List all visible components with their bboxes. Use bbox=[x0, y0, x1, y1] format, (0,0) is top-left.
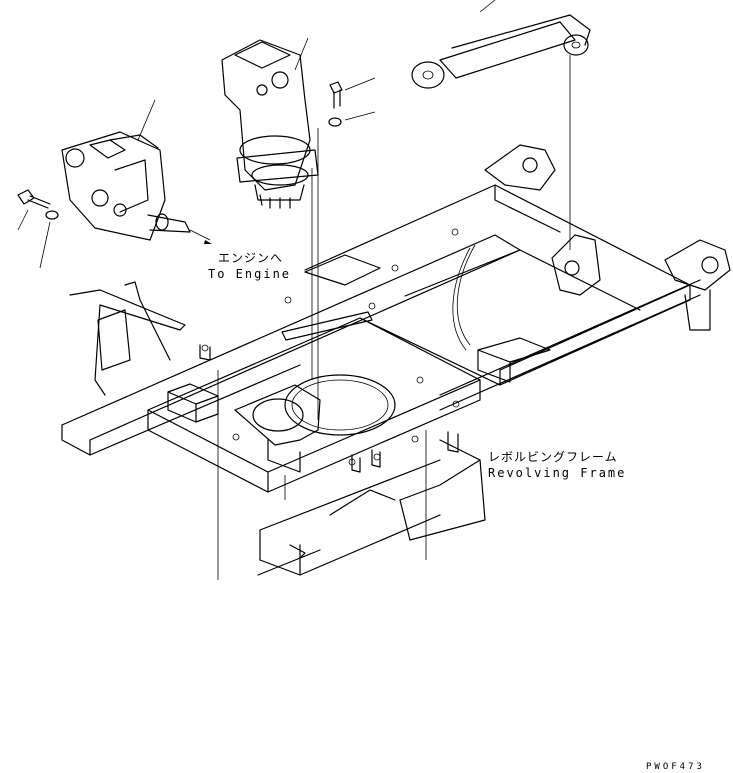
frame-label-en: Revolving Frame bbox=[488, 466, 627, 480]
engine-label-en: To Engine bbox=[208, 267, 292, 281]
frame-label-jp: レボルビングフレーム bbox=[488, 450, 618, 464]
hydraulic-pump bbox=[61, 99, 212, 244]
drawing-code: PWOF473 bbox=[646, 762, 705, 772]
mounting-bolt bbox=[329, 77, 376, 109]
revolving-frame bbox=[61, 144, 731, 580]
swing-motor bbox=[221, 37, 319, 380]
mounting-bolt bbox=[17, 189, 51, 231]
washer bbox=[39, 210, 59, 269]
engine-label-jp: エンジンへ bbox=[218, 251, 284, 265]
boom-cylinder bbox=[411, 0, 591, 250]
washer bbox=[317, 111, 376, 420]
